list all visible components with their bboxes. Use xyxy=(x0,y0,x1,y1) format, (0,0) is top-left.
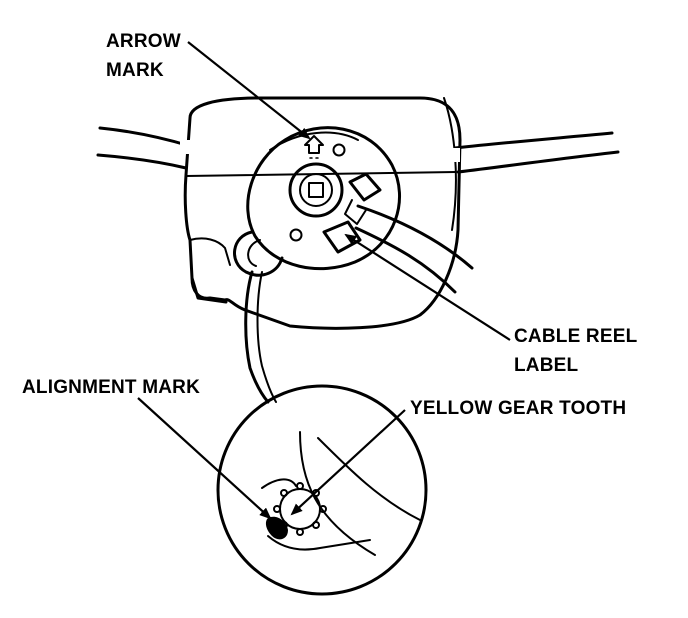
leader-lines xyxy=(137,41,511,520)
alignment-mark-label: ALIGNMENT MARK xyxy=(22,377,200,398)
arrow-mark-label-line1: ARROW xyxy=(106,31,181,52)
alignment-mark-blob xyxy=(265,516,288,540)
alignment-detail-view xyxy=(216,384,428,596)
arrow-mark-label-line2: MARK xyxy=(106,60,164,81)
arrow-mark-symbol xyxy=(304,135,324,159)
wiring-harness xyxy=(244,204,474,404)
cable-reel xyxy=(233,126,401,277)
cable-reel-label-line2: LABEL xyxy=(514,355,579,376)
cable-reel-label-line1: CABLE REEL xyxy=(514,326,638,347)
yellow-gear-tooth-label: YELLOW GEAR TOOTH xyxy=(410,398,626,419)
